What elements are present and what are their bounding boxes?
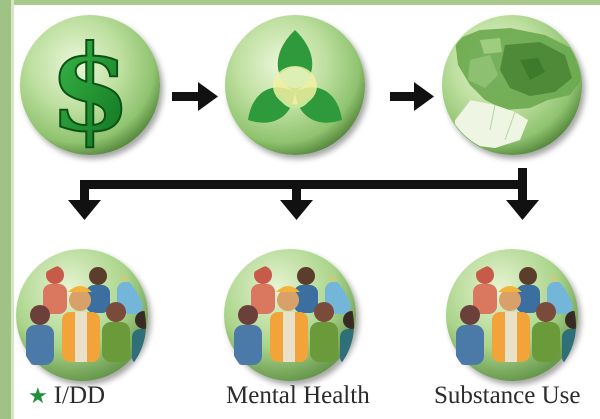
workers-group-icon xyxy=(234,262,354,365)
svg-text:$: $ xyxy=(49,19,131,158)
arrow-right-2 xyxy=(390,82,434,111)
frame-left-border xyxy=(0,0,11,419)
arrow-down-1 xyxy=(68,200,101,220)
trefoil-leaf-icon xyxy=(248,30,342,123)
workers-circle-substance-use xyxy=(446,249,578,381)
trefoil-circle xyxy=(225,15,365,155)
star-icon: ★ xyxy=(28,384,48,409)
frame-top-border xyxy=(0,0,600,5)
dollar-icon: $ xyxy=(48,18,132,159)
branch-connector xyxy=(68,168,539,220)
arrow-down-3 xyxy=(506,200,539,220)
workers-circle-mental-health xyxy=(224,249,356,381)
frame-left-highlight xyxy=(11,0,14,419)
dollar-circle: $ xyxy=(20,15,160,159)
arrow-down-2 xyxy=(280,200,313,220)
label-mental-health: Mental Health xyxy=(226,382,370,409)
workers-circle-idd xyxy=(16,249,148,381)
label-substance-use: Substance Use xyxy=(434,382,581,409)
map-circle xyxy=(442,15,582,155)
arrow-right-1 xyxy=(172,82,218,111)
label-idd: ★I/DD xyxy=(28,380,105,413)
label-idd-text: I/DD xyxy=(53,382,106,409)
region-map-icon xyxy=(454,28,581,148)
